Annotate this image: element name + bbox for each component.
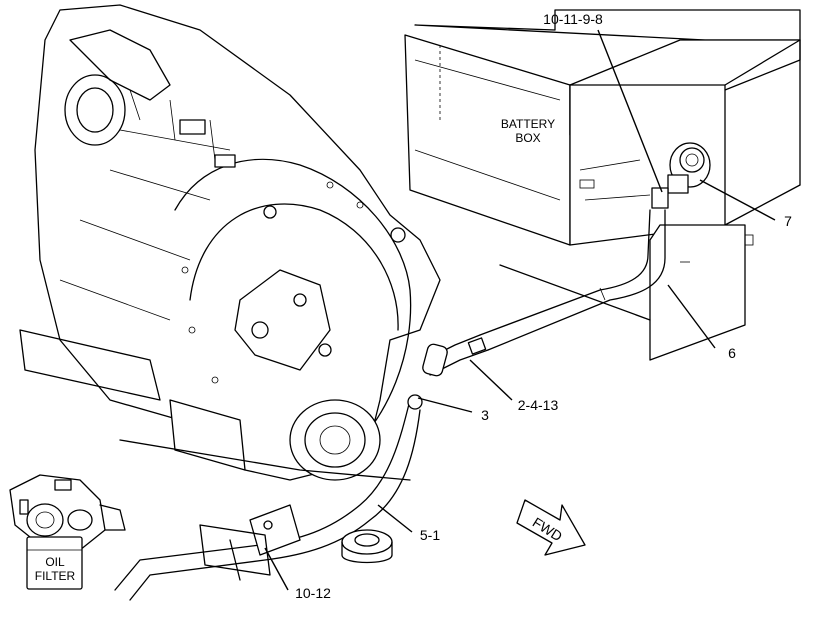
battery-box: BATTERY BOX <box>404 9 801 361</box>
callout-7: 7 <box>784 213 792 229</box>
transmission-housing <box>19 4 441 481</box>
hose-2-4-13 <box>422 334 489 377</box>
callout-10-12: 10-12 <box>295 585 331 601</box>
oil-filter-label-line2: FILTER <box>35 569 76 583</box>
battery-box-label-line1: BATTERY <box>501 117 555 131</box>
leader-lines <box>264 29 776 591</box>
oil-filter-label-line1: OIL <box>45 555 65 569</box>
callout-3: 3 <box>481 407 489 423</box>
callout-5-1: 5-1 <box>420 527 440 543</box>
disconnect-switch <box>667 142 711 194</box>
hose-6 <box>479 187 690 351</box>
clip-bracket <box>199 504 301 581</box>
callout-6: 6 <box>728 345 736 361</box>
oil-filter: OIL FILTER <box>9 474 126 590</box>
battery-box-label-line2: BOX <box>515 131 540 145</box>
callouts: 10-11-9-8 7 6 3 2-4-13 5-1 10-12 <box>295 11 792 601</box>
callout-10-11-9-8: 10-11-9-8 <box>543 11 603 27</box>
callout-2-4-13: 2-4-13 <box>518 397 559 413</box>
forward-arrow: FWD <box>516 499 586 556</box>
